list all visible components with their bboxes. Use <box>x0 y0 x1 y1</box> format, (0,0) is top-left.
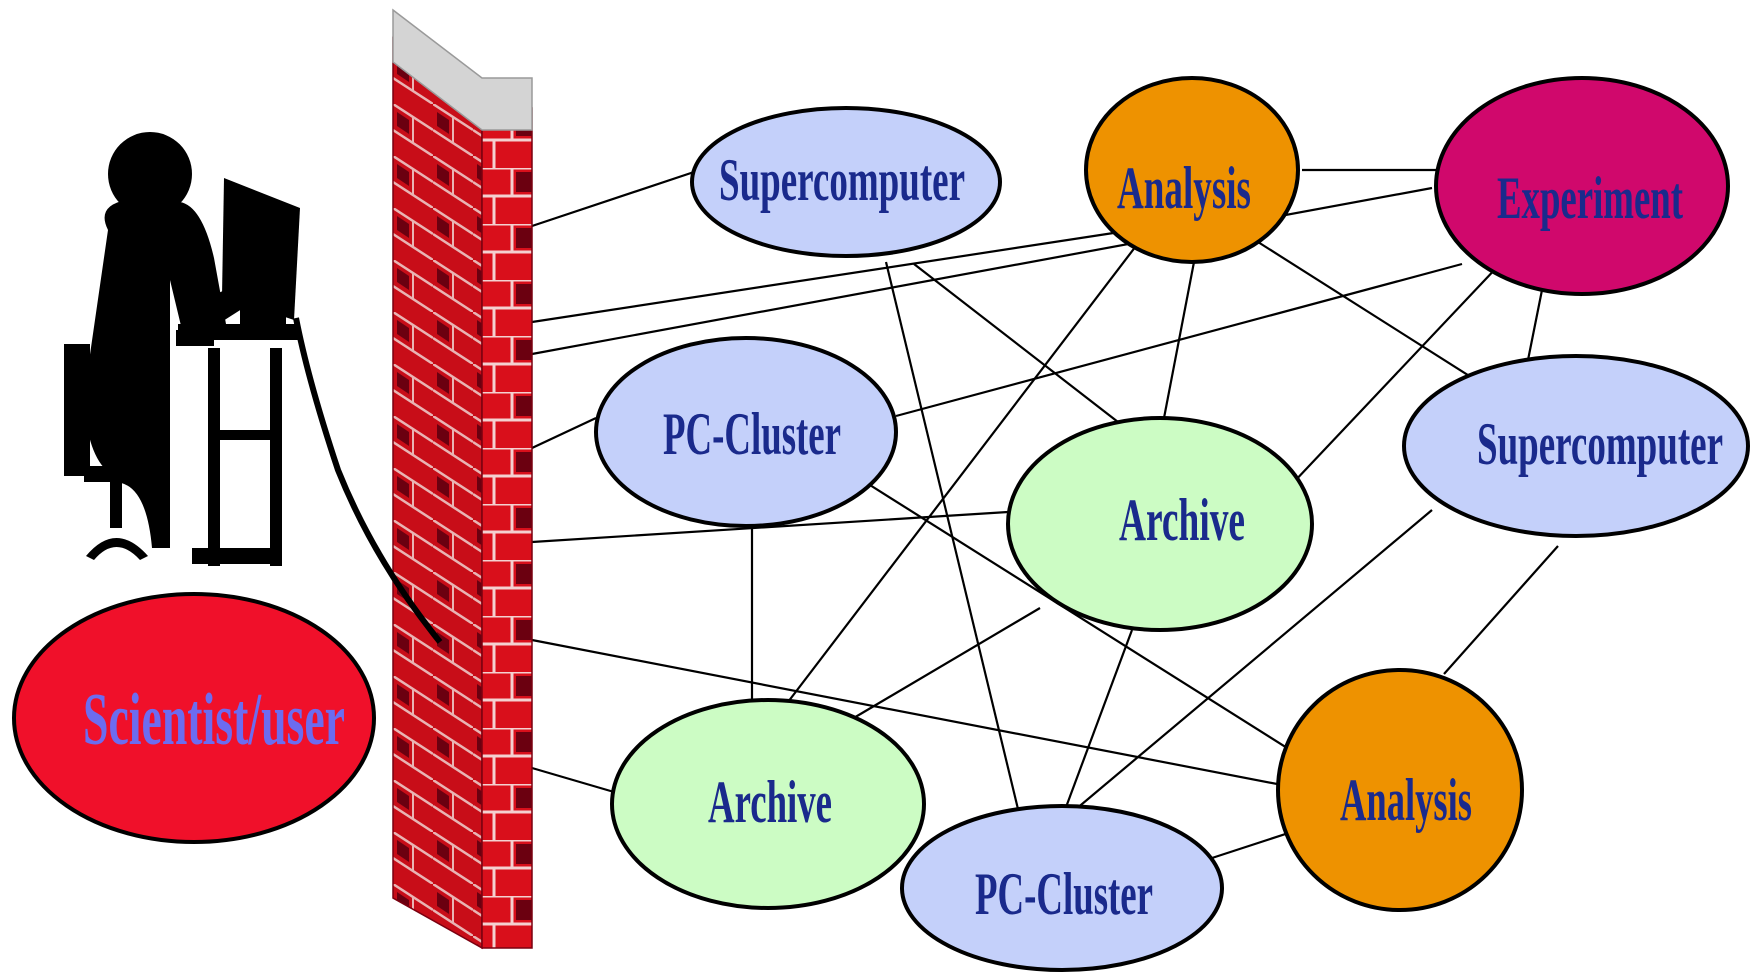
node-analysis-top: Analysis <box>1084 76 1300 264</box>
edge-wall-supercomputer <box>531 168 701 228</box>
scientist-user-label: Scientist/user <box>83 679 345 761</box>
scientist-at-computer-icon <box>64 132 443 644</box>
archive-bottom-label: Archive <box>708 769 832 835</box>
edge-wall-archive-bottom <box>531 766 615 794</box>
archive-center-shape <box>1006 416 1314 632</box>
analysis-top-label: Analysis <box>1117 155 1251 221</box>
edge-archive-pc-cluster <box>1054 629 1134 835</box>
scientist-user-node: Scientist/user <box>12 592 376 844</box>
node-pc-cluster-bottom: PC-Cluster <box>900 804 1224 972</box>
scientist-user-shape <box>12 592 376 844</box>
edge-wall-analysis-bottom <box>531 638 1309 792</box>
edge-archive-archive <box>829 607 1041 733</box>
analysis-top-shape <box>1084 76 1300 264</box>
node-analysis-bottom: Analysis <box>1276 668 1524 912</box>
edge-pc-cluster-experiment <box>895 262 1463 418</box>
supercomputer-top-shape <box>690 106 1002 258</box>
edge-experiment-supercomputer <box>1526 289 1544 361</box>
supercomputer-right-shape <box>1402 354 1750 538</box>
pc-cluster-middle-label: PC-Cluster <box>663 401 841 467</box>
edge-supercomputer-pc-cluster-bottom <box>1043 509 1433 837</box>
edge-analysis-supercomputer <box>1257 241 1483 385</box>
supercomputer-top-label: Supercomputer <box>719 147 965 213</box>
firewall-cap <box>392 8 533 131</box>
edge-wall-analysis <box>531 230 1121 324</box>
edge-analysis-archive-bottom <box>787 245 1137 703</box>
archive-center-label: Archive <box>1119 487 1245 553</box>
firewall-front <box>481 107 533 949</box>
experiment-shape <box>1434 76 1730 296</box>
analysis-bottom-label: Analysis <box>1340 767 1472 833</box>
node-experiment: Experiment <box>1434 76 1730 296</box>
node-supercomputer-top: Supercomputer <box>690 106 1002 258</box>
edge-supercomputer-analysis <box>1443 545 1559 675</box>
archive-bottom-shape <box>610 698 926 910</box>
edge-supercomputer-pc-cluster <box>884 261 1026 835</box>
edge-experiment-archive <box>1291 263 1501 485</box>
node-archive-bottom: Archive <box>610 698 926 910</box>
pc-cluster-bottom-label: PC-Cluster <box>975 861 1153 927</box>
firewall-side <box>392 36 483 950</box>
edge-pc-cluster-analysis-bottom <box>861 479 1323 771</box>
experiment-label: Experiment <box>1497 165 1683 231</box>
analysis-bottom-shape <box>1276 668 1524 912</box>
pc-cluster-bottom-shape <box>900 804 1224 972</box>
edge-wall-pc-cluster <box>531 417 597 449</box>
pc-cluster-middle-shape <box>594 336 898 528</box>
node-archive-center: Archive <box>1006 416 1314 632</box>
supercomputer-right-label: Supercomputer <box>1477 411 1723 477</box>
node-supercomputer-right: Supercomputer <box>1402 354 1750 538</box>
firewall <box>392 8 533 950</box>
node-pc-cluster-middle: PC-Cluster <box>594 336 898 528</box>
edge-supercomputer-archive <box>913 263 1119 423</box>
